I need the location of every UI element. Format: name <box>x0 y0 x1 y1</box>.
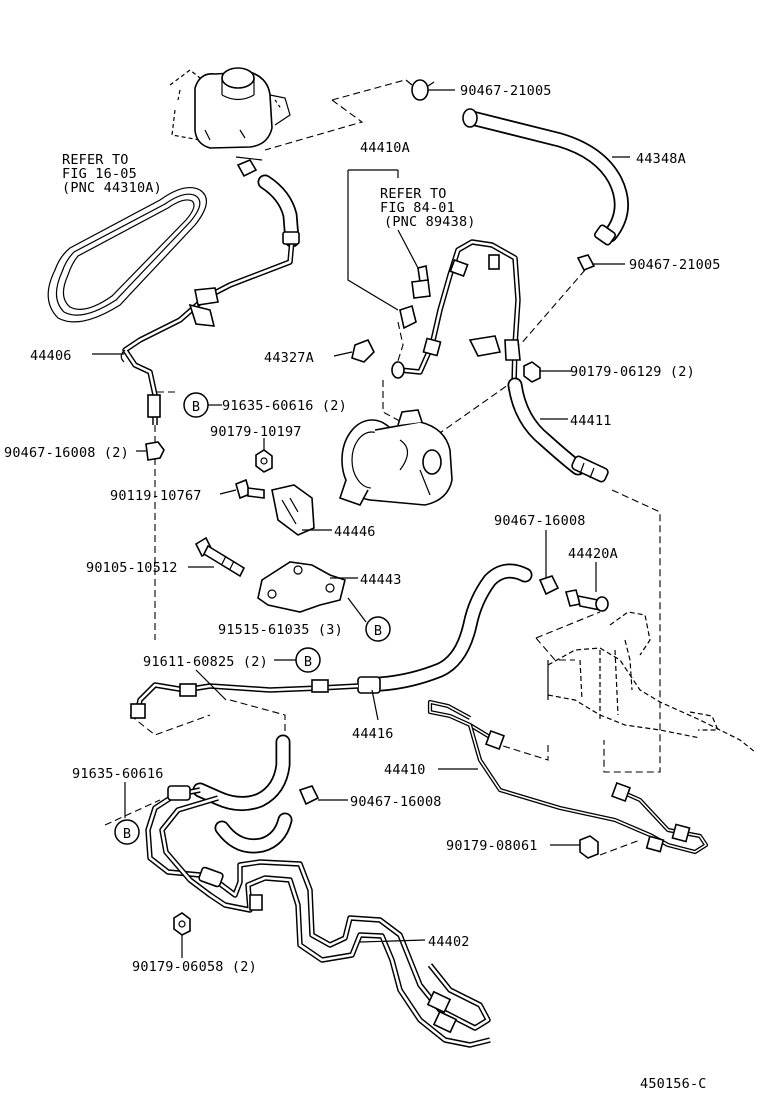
label-90467-16008-2: 90467-16008 (2) <box>4 445 129 461</box>
label-91515-61035: 91515-61035 (3) <box>218 622 343 638</box>
pressure-switch-fitting <box>399 265 431 330</box>
nut-90179-06058 <box>173 912 191 936</box>
steering-gear-housing <box>547 611 756 753</box>
hose-clamp-90467-16008-left <box>145 441 165 461</box>
return-hose-44348A <box>462 108 629 246</box>
label-90467-21005-mid: 90467-21005 <box>629 257 721 273</box>
hose-clamp-90467-16008-right <box>538 575 560 596</box>
refer-switch-line1: REFER TO <box>380 186 447 202</box>
callout-B-91611: B <box>295 647 321 673</box>
label-44443: 44443 <box>360 572 402 588</box>
hose-clamp-90467-21005-mid <box>576 254 596 272</box>
refer-note-pump: REFER TO FIG 16-05 (PNC 44310A) <box>62 152 162 196</box>
label-44327A: 44327A <box>264 350 314 366</box>
nut-90179-08061 <box>579 835 599 859</box>
drive-belt <box>47 187 207 323</box>
label-90467-21005-top: 90467-21005 <box>460 83 552 99</box>
nut-90179-10197 <box>255 449 273 473</box>
callout-B-bottom: B <box>114 819 140 845</box>
label-44416: 44416 <box>352 726 394 742</box>
return-hose-44411 <box>507 377 609 483</box>
bolt-90119-10767 <box>235 478 265 500</box>
suction-pipe-44406 <box>120 174 300 425</box>
cooler-pipe-44402 <box>145 734 491 1048</box>
label-91635-60616-2: 91635-60616 (2) <box>222 398 347 414</box>
leader-lines <box>92 89 630 958</box>
bolt-90105-10512 <box>194 536 246 578</box>
bracket-44443 <box>257 561 346 613</box>
pressure-pipe-44410 <box>427 699 709 855</box>
reservoir-outlet-clamp <box>235 156 263 178</box>
refer-pump-line1: REFER TO <box>62 152 129 168</box>
hose-clamp-90467-16008-bottom <box>298 785 320 806</box>
callout-B-91515: B <box>365 616 391 642</box>
part-labels: 44410A 90467-21005 44348A 90467-21005 44… <box>4 83 721 975</box>
label-90467-16008-bottom: 90467-16008 <box>350 794 442 810</box>
label-44411: 44411 <box>570 413 612 429</box>
label-90179-10197: 90179-10197 <box>210 424 302 440</box>
clip-44327A <box>351 338 375 363</box>
label-90179-06058: 90179-06058 (2) <box>132 959 257 975</box>
return-hose-44416 <box>130 563 533 719</box>
label-44410: 44410 <box>384 762 426 778</box>
refer-pump-line2: FIG 16-05 <box>62 166 137 182</box>
hose-clamp-90467-21005-top <box>405 79 435 101</box>
label-44406: 44406 <box>30 348 72 364</box>
pressure-pipe-44410A <box>391 239 521 386</box>
label-44410A: 44410A <box>360 140 410 156</box>
label-90467-16008-right: 90467-16008 <box>494 513 586 529</box>
callout-B-letter: B <box>192 399 200 415</box>
label-44402: 44402 <box>428 934 470 950</box>
label-90105-10512: 90105-10512 <box>86 560 178 576</box>
power-steering-pump <box>338 409 453 506</box>
pipe-bracket <box>468 335 502 357</box>
label-91635-60616: 91635-60616 <box>72 766 164 782</box>
figure-id: 450156-C <box>640 1076 707 1092</box>
refer-note-switch: REFER TO FIG 84-01 (PNC 89438) <box>380 186 476 230</box>
bracket-44446 <box>271 484 315 536</box>
callout-B-top: B <box>183 392 209 418</box>
reservoir-tank <box>169 67 291 149</box>
callout-B-letter: B <box>374 623 382 639</box>
refer-pump-line3: (PNC 44310A) <box>62 180 162 196</box>
nut-90179-06129 <box>523 361 541 383</box>
refer-switch-line3: (PNC 89438) <box>384 214 476 230</box>
refer-switch-line2: FIG 84-01 <box>380 200 455 216</box>
label-44420A: 44420A <box>568 546 618 562</box>
label-90179-06129: 90179-06129 (2) <box>570 364 695 380</box>
union-bolt-44420A <box>564 589 609 612</box>
label-91611-60825: 91611-60825 (2) <box>143 654 268 670</box>
label-44446: 44446 <box>334 524 376 540</box>
label-90119-10767: 90119-10767 <box>110 488 202 504</box>
label-44348A: 44348A <box>636 151 686 167</box>
label-90179-08061: 90179-08061 <box>446 838 538 854</box>
callout-B-letter: B <box>123 826 131 842</box>
callout-B-letter: B <box>304 654 312 670</box>
